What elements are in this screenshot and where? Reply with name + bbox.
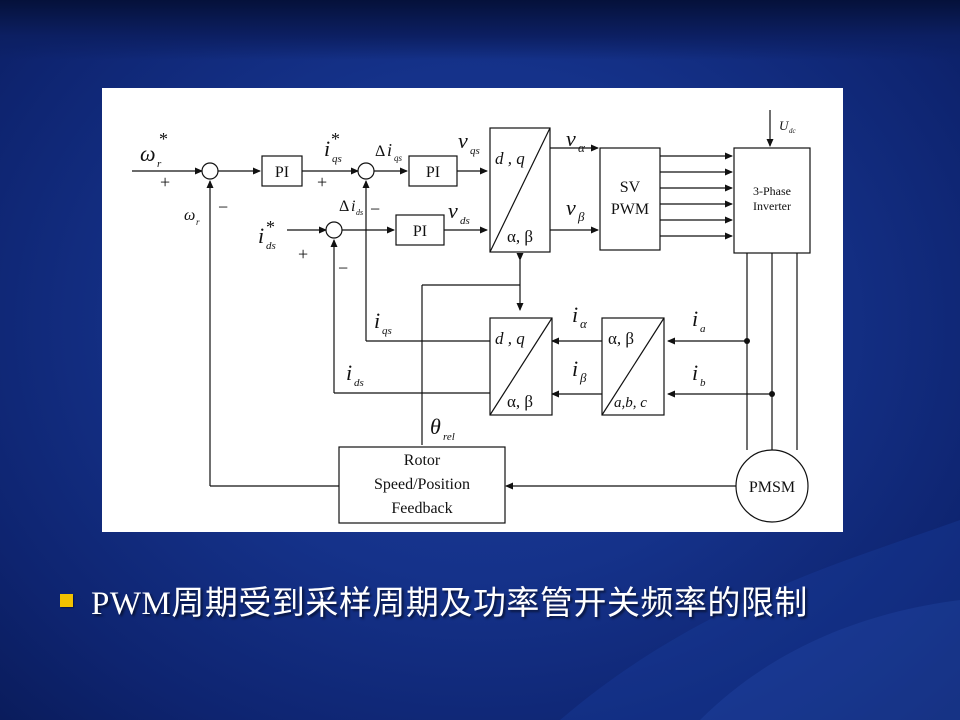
svg-text:v: v xyxy=(448,198,458,223)
speed-ref-plus: + xyxy=(160,172,170,192)
svg-text:b: b xyxy=(700,377,706,389)
id-error-label: Δ i ds xyxy=(339,198,363,217)
id-sum-junction xyxy=(325,221,343,239)
svg-text:i: i xyxy=(692,306,698,331)
svg-text:Δ: Δ xyxy=(339,198,349,215)
svg-text:θ: θ xyxy=(430,414,441,439)
svg-text:qs: qs xyxy=(394,153,403,163)
svg-text:rel: rel xyxy=(443,431,455,443)
control-diagram-svg: PI PI PI SV PWM 3-Phase Inverter Rotor S… xyxy=(132,110,811,524)
svg-text:α: α xyxy=(580,316,588,331)
iq-fb-minus: − xyxy=(370,199,380,219)
inverter-label-line2: Inverter xyxy=(753,199,791,213)
feedback-label-line2: Speed/Position xyxy=(374,476,470,493)
inverter-label-line1: 3-Phase xyxy=(753,184,791,198)
svg-text:i: i xyxy=(572,302,578,327)
svg-text:qs: qs xyxy=(332,153,342,165)
svg-text:v: v xyxy=(458,128,468,153)
svg-text:i: i xyxy=(351,198,355,215)
pi-d-label: PI xyxy=(413,223,427,240)
svg-text:*: * xyxy=(266,217,275,237)
feedback-label-line1: Rotor xyxy=(404,452,441,469)
svg-text:i: i xyxy=(374,308,380,333)
svg-text:r: r xyxy=(157,158,162,170)
motor-label: PMSM xyxy=(749,479,795,496)
pi-speed-block xyxy=(261,155,303,187)
svg-text:ds: ds xyxy=(356,208,363,217)
iq-fb-label: i qs xyxy=(374,308,392,337)
sv-pwm-block xyxy=(599,147,661,251)
id-ref-label: i ds * xyxy=(258,217,276,252)
pi-speed-label: PI xyxy=(275,164,289,181)
speed-fb-label: ω r xyxy=(184,207,200,227)
pi-q-label: PI xyxy=(426,164,440,181)
dc-bus-label: U dc xyxy=(779,118,797,135)
svg-text:*: * xyxy=(331,129,340,149)
svg-text:β: β xyxy=(579,370,587,385)
svg-text:a: a xyxy=(700,323,706,335)
feedback-label-line3: Feedback xyxy=(391,500,452,517)
svg-text:Δ: Δ xyxy=(375,143,385,160)
vq-label: v qs xyxy=(458,128,480,157)
id-fb-label: i ds xyxy=(346,360,364,389)
vd-label: v ds xyxy=(448,198,470,227)
speed-fb-minus: − xyxy=(218,197,228,217)
park-bottom-output-label: α, β xyxy=(507,392,533,411)
i-alpha-label: i α xyxy=(572,302,588,331)
park-top-input-label: d , q xyxy=(495,149,525,168)
svg-text:ds: ds xyxy=(460,215,470,227)
svg-text:ds: ds xyxy=(266,240,276,252)
svg-text:qs: qs xyxy=(470,145,480,157)
v-beta-label: v β xyxy=(566,195,585,224)
svg-text:i: i xyxy=(387,140,392,160)
i-a-label: i a xyxy=(692,306,706,335)
svg-text:ds: ds xyxy=(354,377,364,389)
bullet-point: PWM周期受到采样周期及功率管开关频率的限制 xyxy=(60,580,808,622)
svg-text:i: i xyxy=(346,360,352,385)
inverter-block xyxy=(733,147,811,254)
svg-text:r: r xyxy=(196,217,200,227)
sv-label-line2: PWM xyxy=(611,201,649,218)
bullet-text: PWM周期受到采样周期及功率管开关频率的限制 xyxy=(91,586,808,622)
svg-text:ω: ω xyxy=(140,141,156,166)
iq-error-label: Δ i qs xyxy=(375,140,403,163)
sv-label-line1: SV xyxy=(620,179,641,196)
svg-text:ω: ω xyxy=(184,207,195,224)
theta-rel-label: θ rel xyxy=(430,414,455,443)
svg-text:*: * xyxy=(159,129,168,149)
pmsm-motor xyxy=(735,449,809,523)
i-beta-label: i β xyxy=(572,356,587,385)
svg-text:i: i xyxy=(324,136,330,161)
pi-d-block xyxy=(395,214,445,246)
id-fb-minus: − xyxy=(338,258,348,278)
svg-text:α: α xyxy=(578,140,586,155)
svg-text:i: i xyxy=(692,360,698,385)
slide-top-band xyxy=(0,0,960,60)
svg-text:i: i xyxy=(572,356,578,381)
svg-text:dc: dc xyxy=(789,127,797,135)
clarke-output-label: a,b, c xyxy=(614,395,647,411)
iq-ref-label: i qs * xyxy=(324,129,342,165)
i-b-label: i b xyxy=(692,360,706,389)
speed-sum-junction xyxy=(201,162,219,180)
svg-text:β: β xyxy=(577,209,585,224)
clarke-input-label: α, β xyxy=(608,329,634,348)
v-alpha-label: v α xyxy=(566,126,586,155)
svg-text:qs: qs xyxy=(382,325,392,337)
park-top-output-label: α, β xyxy=(507,227,533,246)
speed-ref-label: ω r * xyxy=(140,129,168,170)
svg-text:U: U xyxy=(779,118,790,133)
iq-ref-plus: + xyxy=(317,172,327,192)
bullet-marker xyxy=(60,593,73,607)
iq-sum-junction xyxy=(357,162,375,180)
id-ref-plus: + xyxy=(298,244,308,264)
svg-text:v: v xyxy=(566,195,576,220)
park-bottom-input-label: d , q xyxy=(495,329,525,348)
svg-text:i: i xyxy=(258,223,264,248)
pi-q-block xyxy=(408,155,458,187)
feedback-block xyxy=(338,446,506,524)
svg-text:v: v xyxy=(566,126,576,151)
control-diagram: PI PI PI SV PWM 3-Phase Inverter Rotor S… xyxy=(102,88,843,532)
